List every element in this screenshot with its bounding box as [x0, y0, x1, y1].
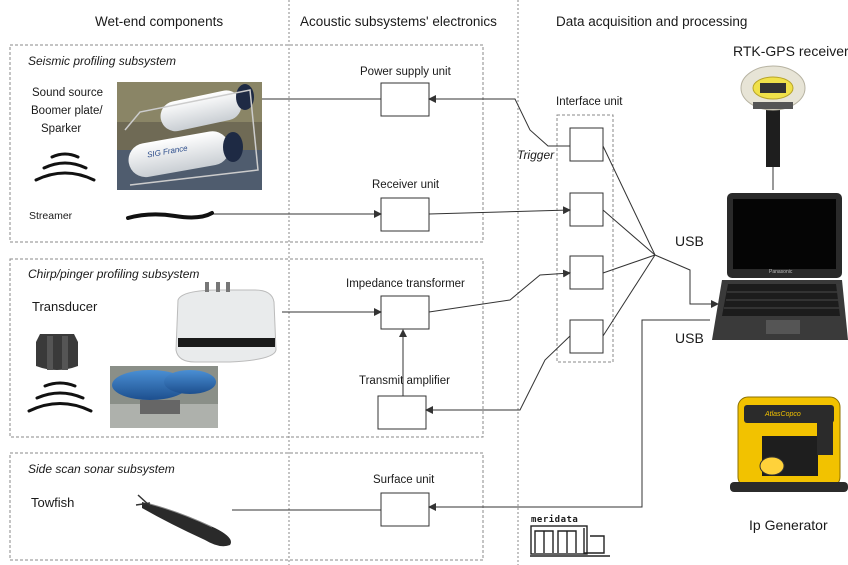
meridata-logo — [530, 525, 610, 557]
seismic-panel — [9, 44, 484, 243]
usb-label-top: USB — [675, 233, 704, 249]
impedance-box — [380, 295, 430, 330]
surface-box — [380, 492, 430, 527]
column-header-acoustic: Acoustic subsystems' electronics — [300, 14, 497, 29]
generator-brand-text: AtlasCopco — [765, 411, 801, 418]
power-supply-box — [380, 82, 430, 117]
sound-wave-icon-chirp — [27, 381, 93, 413]
gps-label: RTK-GPS receiver — [733, 43, 848, 59]
impedance-label: Impedance transformer — [346, 278, 465, 290]
interface-box-2 — [569, 192, 604, 227]
transmit-label: Transmit amplifier — [359, 375, 450, 387]
towfish-image — [135, 494, 231, 547]
transducer-label: Transducer — [32, 299, 98, 314]
boomer-photo — [117, 82, 262, 190]
column-header-acquisition: Data acquisition and processing — [556, 14, 748, 29]
transducer-housing-photo — [175, 282, 277, 363]
streamer-cable — [126, 211, 214, 220]
seismic-subsystem-title: Seismic profiling subsystem — [28, 54, 177, 68]
receiver-label: Receiver unit — [372, 179, 440, 191]
receiver-box — [380, 197, 430, 232]
usb-label-bottom: USB — [675, 330, 704, 346]
interface-box-1 — [569, 127, 604, 162]
transducer-icon — [36, 334, 78, 370]
gps-receiver-image — [740, 65, 806, 167]
interface-box-3 — [569, 255, 604, 290]
meridata-wordmark: meridata — [531, 515, 579, 525]
sidescan-subsystem-title: Side scan sonar subsystem — [28, 462, 175, 476]
sound-wave-icon-seismic — [34, 152, 96, 182]
transmit-box — [377, 395, 427, 430]
boomer-label: Boomer plate/ — [31, 105, 103, 117]
column-header-wet-end: Wet-end components — [95, 14, 224, 29]
generator-image — [730, 396, 848, 492]
laptop-image — [712, 193, 848, 340]
generator-label: Ip Generator — [749, 517, 828, 533]
power-supply-label: Power supply unit — [360, 66, 451, 78]
streamer-label: Streamer — [29, 210, 73, 222]
sparker-label: Sparker — [41, 123, 82, 135]
chirp-subsystem-title: Chirp/pinger profiling subsystem — [28, 267, 200, 281]
surface-label: Surface unit — [373, 474, 435, 486]
interface-frame — [556, 114, 614, 363]
sound-source-label: Sound source — [32, 87, 103, 99]
trigger-label: Trigger — [517, 148, 555, 162]
chirp-panel — [9, 258, 484, 438]
chirp-floats-photo — [110, 366, 218, 428]
interface-label: Interface unit — [556, 96, 623, 108]
towfish-label: Towfish — [31, 495, 75, 510]
interface-box-4 — [569, 319, 604, 354]
laptop-brand-text: Panasonic — [769, 269, 793, 275]
